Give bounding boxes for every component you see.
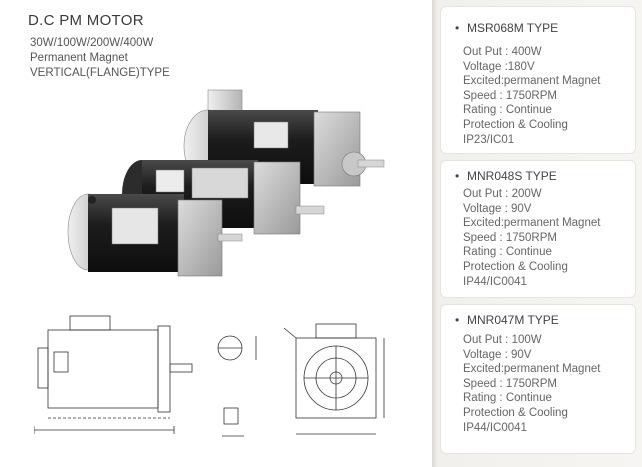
motor-photo	[67, 89, 385, 277]
spec-excited: Excited:permanent Magnet	[463, 363, 601, 376]
spec-excited: Excited:permanent Magnet	[463, 75, 601, 88]
shaft-detail-drawing	[217, 335, 257, 437]
spec-protection: Protection & Cooling	[463, 407, 568, 419]
spec-rating: Rating : Continue	[463, 392, 552, 405]
spec-protection: Protection & Cooling	[463, 261, 568, 273]
spec-protection: Protection & Cooling	[463, 119, 568, 131]
spec-voltage: Voltage : 90V	[463, 348, 532, 361]
spec-output: Out Put : 100W	[463, 334, 542, 346]
bullet-icon: •	[455, 169, 460, 183]
spec-ip: IP44/IC0041	[463, 421, 527, 434]
spec-output: Out Put : 200W	[463, 188, 542, 200]
spec-panel-title: • MNR047M TYPE	[455, 313, 559, 327]
spec-output: Out Put : 400W	[463, 46, 542, 58]
spec-type-label: MSR068M TYPE	[467, 21, 559, 35]
spec-speed: Speed : 1750RPM	[463, 89, 557, 102]
spec-ip: IP44/IC0041	[463, 275, 527, 288]
spec-voltage: Voltage : 90V	[463, 202, 532, 215]
spec-panel-title: • MSR068M TYPE	[455, 21, 558, 35]
dimension-drawing	[34, 315, 385, 437]
spec-speed: Speed : 1750RPM	[463, 377, 557, 390]
spec-excited: Excited:permanent Magnet	[463, 217, 601, 230]
spec-voltage: Voltage :180V	[463, 60, 535, 73]
motor-small	[67, 193, 243, 277]
spec-type-label: MNR047M TYPE	[467, 313, 559, 327]
spec-sidebar: • MSR068M TYPE Out Put : 400W Voltage :18…	[432, 0, 642, 467]
spec-panel-mnr048s: • MNR048S TYPE Out Put : 200W Voltage : 9…	[440, 160, 636, 298]
type-line: VERTICAL(FLANGE)TYPE	[30, 67, 170, 79]
bullet-icon: •	[455, 21, 460, 35]
side-view-drawing	[34, 315, 193, 434]
spec-panel-msr068m: • MSR068M TYPE Out Put : 400W Voltage :18…	[440, 6, 636, 154]
magnet-line: Permanent Magnet	[30, 52, 128, 64]
front-view-drawing	[283, 323, 385, 435]
spec-type-label: MNR048S TYPE	[467, 169, 557, 183]
bullet-icon: •	[455, 313, 460, 327]
spec-panel-mnr047m: • MNR047M TYPE Out Put : 100W Voltage : 9…	[440, 304, 636, 454]
spec-rating: Rating : Continue	[463, 104, 552, 117]
spec-rating: Rating : Continue	[463, 246, 552, 259]
spec-speed: Speed : 1750RPM	[463, 231, 557, 244]
spec-panel-title: • MNR048S TYPE	[455, 169, 557, 183]
spec-ip: IP23/IC01	[463, 133, 515, 146]
page-title: D.C PM MOTOR	[28, 12, 144, 29]
product-area: D.C PM MOTOR 30W/100W/200W/400W Permanen…	[28, 12, 385, 437]
wattage-line: 30W/100W/200W/400W	[30, 37, 154, 49]
